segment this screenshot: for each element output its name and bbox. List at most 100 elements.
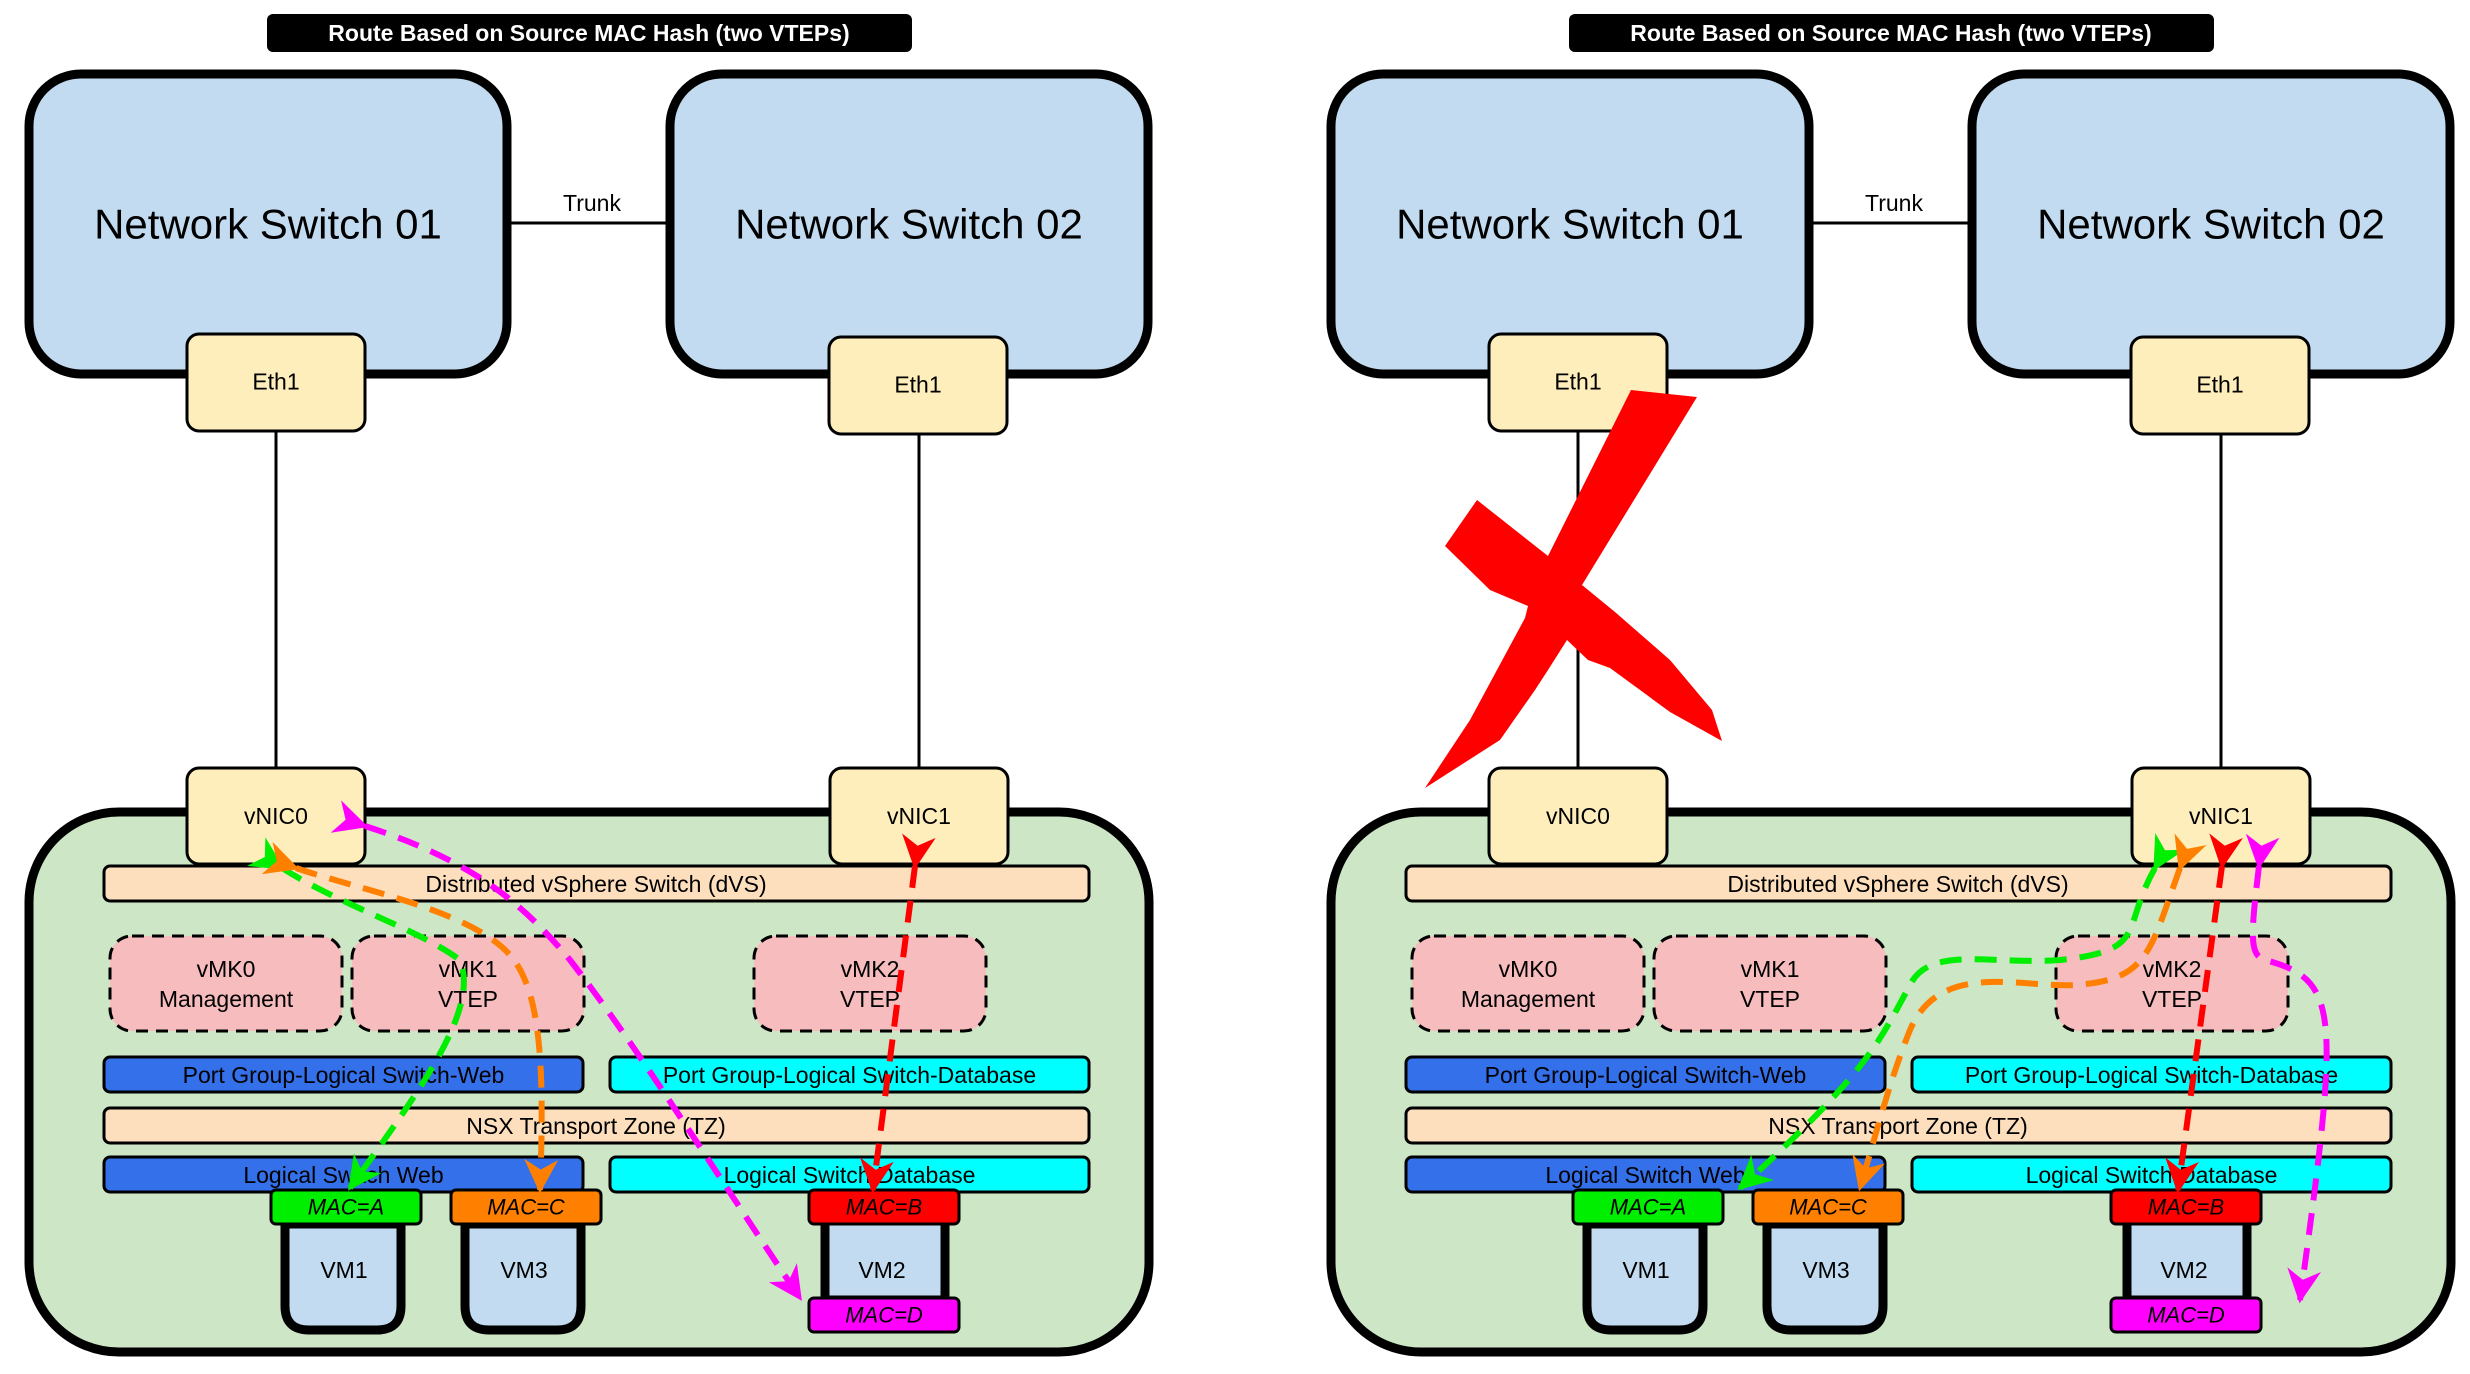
vm-body[interactable] [1582, 1219, 1708, 1335]
vmk-role: VTEP [438, 986, 498, 1012]
title-bar [1569, 14, 2214, 52]
port-box[interactable] [827, 335, 1009, 436]
vmk-box[interactable] [752, 934, 988, 1033]
dvs-bar[interactable]: Distributed vSphere Switch (dVS) [102, 864, 1091, 903]
network-switch-1[interactable]: Network Switch 01 [1326, 69, 1814, 379]
port-box[interactable] [185, 332, 367, 433]
mac-tag: MAC=A [1571, 1188, 1725, 1226]
dvs-bar[interactable]: Distributed vSphere Switch (dVS) [1404, 864, 2393, 903]
mac-tag: MAC=A [269, 1188, 423, 1226]
port-label: Eth1 [894, 372, 941, 398]
traffic-flows [247, 800, 936, 1301]
vm-vm1[interactable]: VM1 MAC=A [269, 1188, 423, 1335]
mac-tag: MAC=C [449, 1188, 603, 1226]
logical-switch-web[interactable]: Logical Switch Web [102, 1155, 585, 1194]
trunk-label: Trunk [1865, 190, 1923, 216]
port-group-database[interactable]: Port Group-Logical Switch-Database [1910, 1055, 2393, 1094]
port-box[interactable] [1487, 332, 1669, 433]
port-group-web[interactable]: Port Group-Logical Switch-Web [102, 1055, 585, 1094]
mac-box [1571, 1188, 1725, 1226]
vnic-box[interactable] [1487, 766, 1669, 866]
network-switch-2[interactable]: Network Switch 02 [665, 69, 1153, 379]
dvs-label: Distributed vSphere Switch (dVS) [1727, 871, 2068, 897]
vmk-role: Management [1461, 986, 1596, 1012]
tz-label: NSX Transport Zone (TZ) [1768, 1113, 2027, 1139]
eth1-port-1[interactable]: Eth1 [185, 332, 367, 433]
panel-left: Route Based on Source MAC Hash (two VTEP… [24, 14, 1154, 1357]
eth1-port-2[interactable]: Eth1 [827, 335, 1009, 436]
vm-vm1[interactable]: VM1 MAC=A [1571, 1188, 1725, 1335]
switch-name: Network Switch 02 [2037, 201, 2385, 248]
mac-tag: MAC=D [807, 1296, 961, 1334]
network-switch-1[interactable]: Network Switch 01 [24, 69, 512, 379]
flow-arrow-mac-c [1852, 833, 2207, 1192]
vmk-box[interactable] [1652, 934, 1888, 1033]
tz-label: NSX Transport Zone (TZ) [466, 1113, 725, 1139]
mac-tag: MAC=C [1751, 1188, 1905, 1226]
vnic-0[interactable]: vNIC0 [1487, 766, 1669, 866]
vmk-name: vMK0 [1499, 956, 1558, 982]
vmk-box[interactable] [350, 934, 586, 1033]
port-group-web[interactable]: Port Group-Logical Switch-Web [1404, 1055, 1887, 1094]
vm-name: VM1 [1622, 1257, 1669, 1283]
vm-body[interactable] [1762, 1219, 1888, 1335]
port-box[interactable] [2129, 335, 2311, 436]
vmk-box[interactable] [108, 934, 344, 1033]
transport-zone[interactable]: NSX Transport Zone (TZ) [1404, 1106, 2393, 1145]
flow-arrow-mac-d [330, 800, 803, 1301]
switch-name: Network Switch 01 [94, 201, 442, 248]
mac-label: MAC=C [1789, 1195, 1867, 1220]
vmk-role: VTEP [840, 986, 900, 1012]
failure-x-shape [1425, 390, 1722, 788]
mac-label: MAC=A [308, 1195, 384, 1220]
vmk-role: Management [159, 986, 294, 1012]
panel-right: Route Based on Source MAC Hash (two VTEP… [1326, 14, 2456, 1357]
vnic-0[interactable]: vNIC0 [185, 766, 367, 866]
vmk-name: vMK0 [197, 956, 256, 982]
traffic-flows [1737, 832, 2330, 1304]
port-group-label: Port Group-Logical Switch-Web [1485, 1062, 1807, 1088]
diagram-title: Route Based on Source MAC Hash (two VTEP… [267, 14, 912, 52]
logical-switch-database[interactable]: Logical Switch Database [608, 1155, 1091, 1194]
switch-name: Network Switch 01 [1396, 201, 1744, 248]
port-label: Eth1 [1554, 369, 1601, 395]
mac-tag: MAC=B [807, 1188, 961, 1226]
mac-box [807, 1296, 961, 1334]
mac-tag: MAC=B [2109, 1188, 2263, 1226]
mac-label: MAC=B [846, 1195, 922, 1220]
eth1-port-2[interactable]: Eth1 [2129, 335, 2311, 436]
mac-box [2109, 1296, 2263, 1334]
vmk-box[interactable] [1410, 934, 1646, 1033]
vm-name: VM2 [2160, 1257, 2207, 1283]
network-switch-2[interactable]: Network Switch 02 [1967, 69, 2455, 379]
vnic-1[interactable]: vNIC1 [2130, 766, 2312, 866]
port-group-label: Port Group-Logical Switch-Database [663, 1062, 1036, 1088]
logical-switch-label: Logical Switch Web [243, 1162, 443, 1188]
logical-switch-label: Logical Switch Database [724, 1162, 976, 1188]
logical-switch-web[interactable]: Logical Switch Web [1404, 1155, 1887, 1194]
vnic-label: vNIC0 [244, 803, 308, 829]
mac-label: MAC=A [1610, 1195, 1686, 1220]
transport-zone[interactable]: NSX Transport Zone (TZ) [102, 1106, 1091, 1145]
failure-x-icon [1425, 390, 1722, 788]
vm-name: VM1 [320, 1257, 367, 1283]
port-group-database[interactable]: Port Group-Logical Switch-Database [608, 1055, 1091, 1094]
port-label: Eth1 [252, 369, 299, 395]
vnic-1[interactable]: vNIC1 [828, 766, 1010, 866]
title-text: Route Based on Source MAC Hash (two VTEP… [1630, 20, 2151, 46]
vmk-name: vMK2 [841, 956, 900, 982]
vmk-role: VTEP [1740, 986, 1800, 1012]
mac-label: MAC=C [487, 1195, 565, 1220]
flow-arrow-mac-b [860, 833, 936, 1194]
eth1-port-1[interactable]: Eth1 [1487, 332, 1669, 433]
port-label: Eth1 [2196, 372, 2243, 398]
